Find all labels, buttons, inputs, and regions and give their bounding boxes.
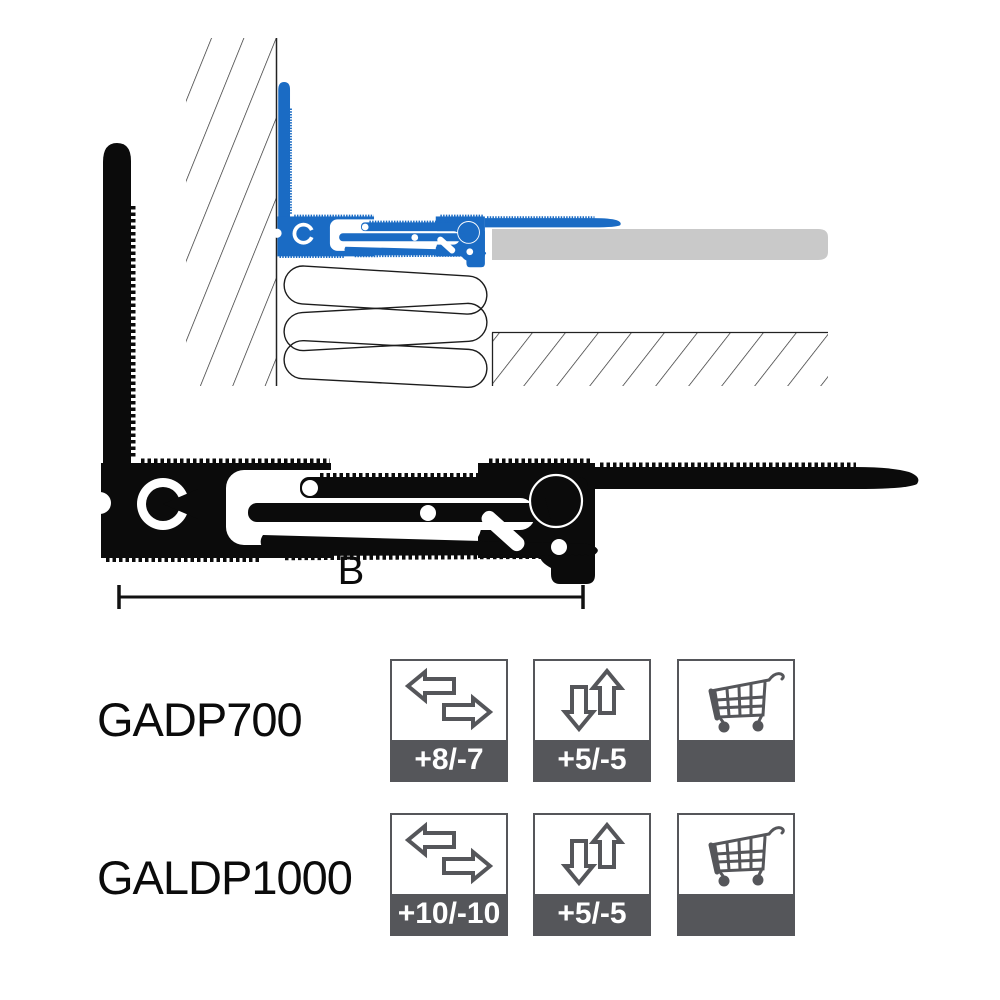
joint-filler-loops [283,265,488,389]
floor-hatch [492,333,828,386]
horizontal-arrows-icon [404,821,494,885]
technical-drawing: B [0,38,1000,609]
product-name-galdp1000: GALDP1000 [97,851,353,904]
dimension-label: B [338,549,365,593]
badge-shop[interactable] [677,659,795,782]
wall-hatch [186,38,276,386]
dimension-B [117,585,585,609]
movement-value: +5/-5 [535,740,649,780]
badge-horizontal-movement: +8/-7 [390,659,508,782]
floor-substrate [491,331,828,386]
shopping-cart-icon [708,672,785,733]
movement-value: +5/-5 [535,894,649,934]
badge-vertical-movement: +5/-5 [533,813,651,936]
vertical-arrows-icon [560,821,626,887]
shop-band [679,894,793,934]
badge-vertical-movement: +5/-5 [533,659,651,782]
movement-value: +8/-7 [392,740,506,780]
movement-value: +10/-10 [392,894,506,934]
vertical-arrows-icon [560,667,626,733]
badge-shop[interactable] [677,813,795,936]
horizontal-arrows-icon [404,667,494,731]
shop-band [679,740,793,780]
shopping-cart-icon [708,826,785,887]
badge-horizontal-movement: +10/-10 [390,813,508,936]
installation-context [186,38,828,389]
floor-covering-tile [492,229,828,260]
product-name-gadp700: GADP700 [97,693,303,746]
